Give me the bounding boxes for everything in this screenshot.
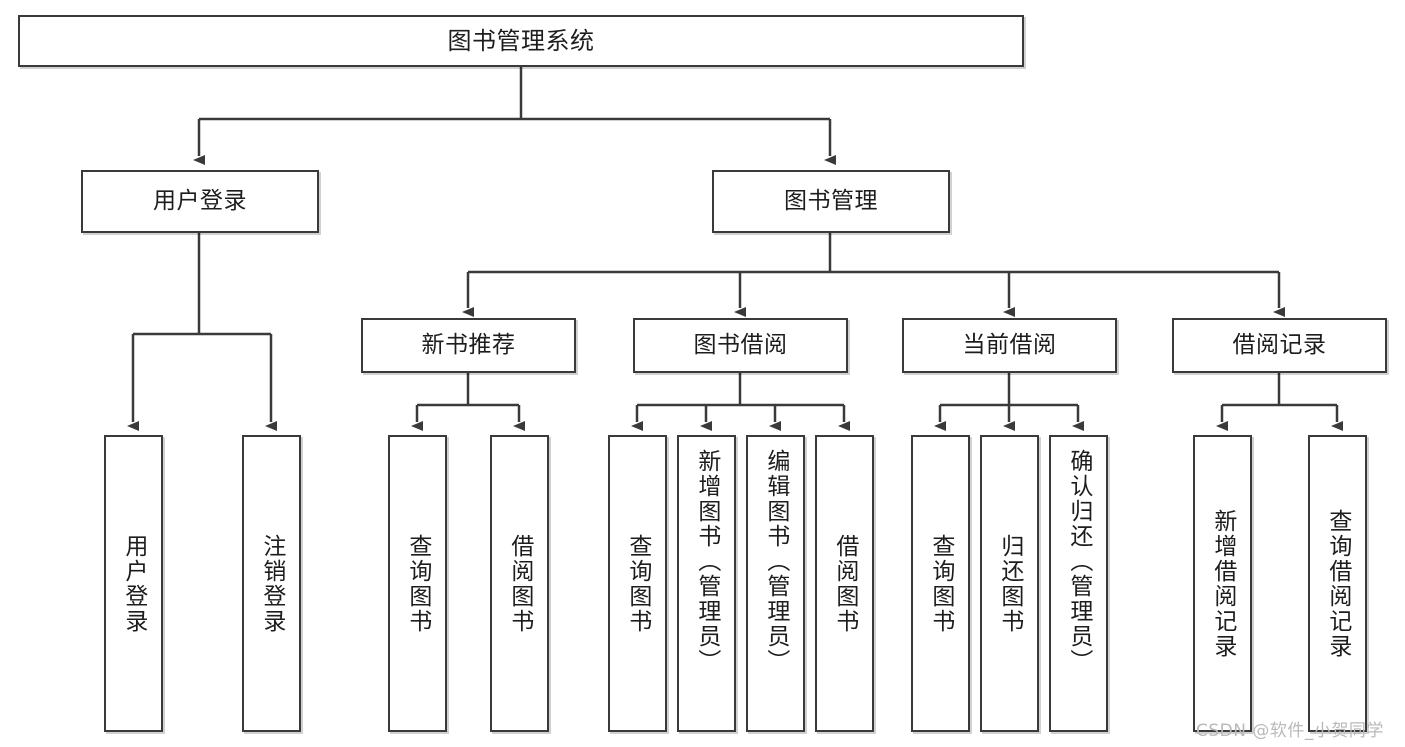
node-label: 图书管理系统	[447, 26, 595, 55]
node-label: 当前借阅	[962, 331, 1057, 358]
node-leaf-confirm-return-admin[interactable]: 确认归还（管理员）	[1049, 435, 1108, 732]
node-leaf-borrow-book[interactable]: 借阅图书	[815, 435, 874, 732]
node-label: 图书管理	[784, 187, 878, 214]
node-user-login[interactable]: 用户登录	[81, 170, 319, 233]
node-label: 查询借阅记录	[1324, 508, 1351, 659]
connector-bookborrow-to-leaves	[631, 373, 850, 431]
node-leaf-query-book-recommend[interactable]: 查询图书	[388, 435, 447, 732]
node-label: 用户登录	[120, 533, 147, 634]
node-leaf-logout[interactable]: 注销登录	[242, 435, 301, 732]
node-label: 新增借阅记录	[1209, 508, 1236, 659]
node-leaf-borrow-book-recommend[interactable]: 借阅图书	[490, 435, 549, 732]
node-label: 查询图书	[404, 533, 431, 634]
node-leaf-add-borrow-record[interactable]: 新增借阅记录	[1193, 435, 1252, 732]
node-label: 确认归还（管理员）	[1065, 449, 1092, 674]
connector-userlogin-to-leaves	[127, 233, 277, 431]
node-label: 借阅记录	[1232, 331, 1327, 358]
node-leaf-user-login[interactable]: 用户登录	[104, 435, 163, 732]
node-leaf-edit-book-admin[interactable]: 编辑图书（管理员）	[746, 435, 805, 732]
node-label: 新书推荐	[421, 331, 516, 358]
node-label: 图书借阅	[693, 331, 788, 358]
node-label: 借阅图书	[506, 533, 533, 634]
connector-root-to-level2	[193, 66, 836, 165]
node-leaf-add-book-admin[interactable]: 新增图书（管理员）	[677, 435, 736, 732]
csdn-watermark: CSDN @软件_小贺同学	[1196, 721, 1384, 741]
node-new-book-recommend[interactable]: 新书推荐	[361, 318, 576, 373]
node-current-borrow[interactable]: 当前借阅	[902, 318, 1117, 373]
node-leaf-query-book-borrow[interactable]: 查询图书	[608, 435, 667, 732]
node-book-management[interactable]: 图书管理	[712, 170, 950, 233]
node-leaf-query-borrow-record[interactable]: 查询借阅记录	[1308, 435, 1367, 732]
node-label: 用户登录	[153, 187, 247, 214]
node-root-system[interactable]: 图书管理系统	[18, 15, 1024, 67]
node-borrow-record[interactable]: 借阅记录	[1172, 318, 1387, 373]
node-book-borrow[interactable]: 图书借阅	[633, 318, 848, 373]
node-label: 归还图书	[996, 533, 1023, 634]
node-leaf-return-book[interactable]: 归还图书	[980, 435, 1039, 732]
node-label: 新增图书（管理员）	[693, 449, 720, 674]
node-label: 查询图书	[927, 533, 954, 634]
connector-borrowrecord-to-leaves	[1216, 373, 1343, 431]
node-label: 查询图书	[624, 533, 651, 634]
node-label: 编辑图书（管理员）	[762, 449, 789, 674]
node-label: 注销登录	[258, 533, 285, 634]
connector-bookmgmt-to-level3	[462, 233, 1285, 317]
connector-currentborrow-to-leaves	[934, 373, 1084, 431]
node-leaf-query-book-current[interactable]: 查询图书	[911, 435, 970, 732]
connector-newbook-to-leaves	[411, 373, 525, 431]
node-label: 借阅图书	[831, 533, 858, 634]
